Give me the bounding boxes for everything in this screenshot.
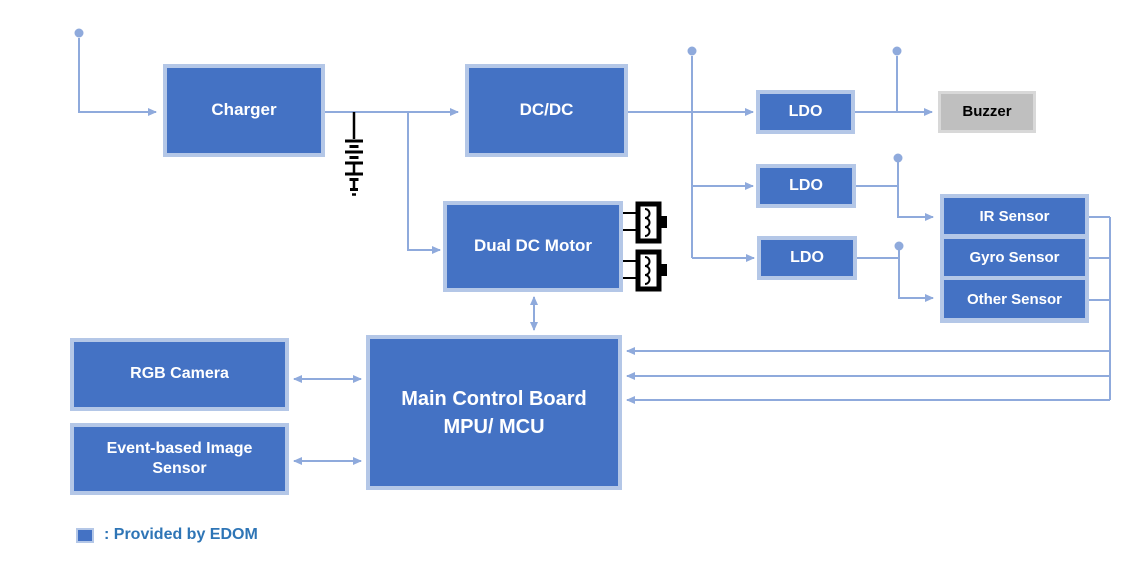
dcdc-block: DC/DC <box>465 64 628 157</box>
battery-icon <box>345 112 363 196</box>
ldo2-block: LDO <box>756 164 856 208</box>
rgb-camera-label: RGB Camera <box>130 365 229 383</box>
ldo1-to-buzzer-connector <box>855 56 933 116</box>
event-based-image-sensor-label-line1: Event-based Image <box>106 440 253 457</box>
dcdc-output-bus <box>628 56 755 262</box>
dcdc-label: DC/DC <box>519 100 574 120</box>
buzzer-rail-terminal-dot <box>892 46 902 56</box>
ldo2-label: LDO <box>789 176 823 194</box>
buzzer-label: Buzzer <box>962 103 1012 121</box>
main-control-board-label-line2: MPU/ MCU <box>443 415 545 438</box>
dual-dc-motor-label: Dual DC Motor <box>473 236 593 256</box>
gyro-sensor-label: Gyro Sensor <box>969 249 1060 266</box>
event-based-image-sensor-label-line2: Sensor <box>152 460 207 477</box>
other-sensor-label: Other Sensor <box>966 290 1063 308</box>
ir-sensor-label: IR Sensor <box>979 207 1050 225</box>
motor-icon-bottom <box>622 249 667 292</box>
rgb-camera-block: RGB Camera <box>70 338 289 411</box>
ldo1-block: LDO <box>756 90 855 134</box>
buzzer-block: Buzzer <box>938 91 1036 133</box>
charger-block: Charger <box>163 64 325 157</box>
power-input-terminal-dot <box>74 28 84 38</box>
charger-label: Charger <box>211 100 277 120</box>
legend-label: : Provided by EDOM <box>104 526 258 543</box>
dual-dc-motor-block: Dual DC Motor <box>443 201 623 292</box>
main-control-board-label-line1: Main Control Board <box>401 387 587 410</box>
ir-sensor-block: IR Sensor <box>944 198 1085 234</box>
event-based-image-sensor-block: Event-based Image Sensor <box>70 423 289 495</box>
ldo3-to-other-connector <box>857 250 934 302</box>
ldo2-to-ir-connector <box>856 162 934 221</box>
gyro-sensor-block: Gyro Sensor <box>944 239 1085 276</box>
main-control-board-block: Main Control Board MPU/ MCU <box>366 335 622 490</box>
legend-color-swatch <box>76 527 94 543</box>
ir-rail-terminal-dot <box>893 153 903 163</box>
other-rail-terminal-dot <box>894 241 904 251</box>
power-input-connector <box>78 38 157 116</box>
ldo1-label: LDO <box>788 102 823 120</box>
charger-to-motor-connector <box>407 112 441 254</box>
sensor-group: IR Sensor Gyro Sensor Other Sensor <box>940 194 1089 323</box>
other-sensor-block: Other Sensor <box>944 280 1085 318</box>
bus-terminal-dot <box>687 46 697 56</box>
motor-icon-top <box>622 201 667 244</box>
legend: : Provided by EDOM <box>76 524 258 546</box>
ldo3-block: LDO <box>757 236 857 280</box>
ldo3-label: LDO <box>790 248 824 266</box>
sensors-to-mcb-connectors <box>626 216 1111 404</box>
